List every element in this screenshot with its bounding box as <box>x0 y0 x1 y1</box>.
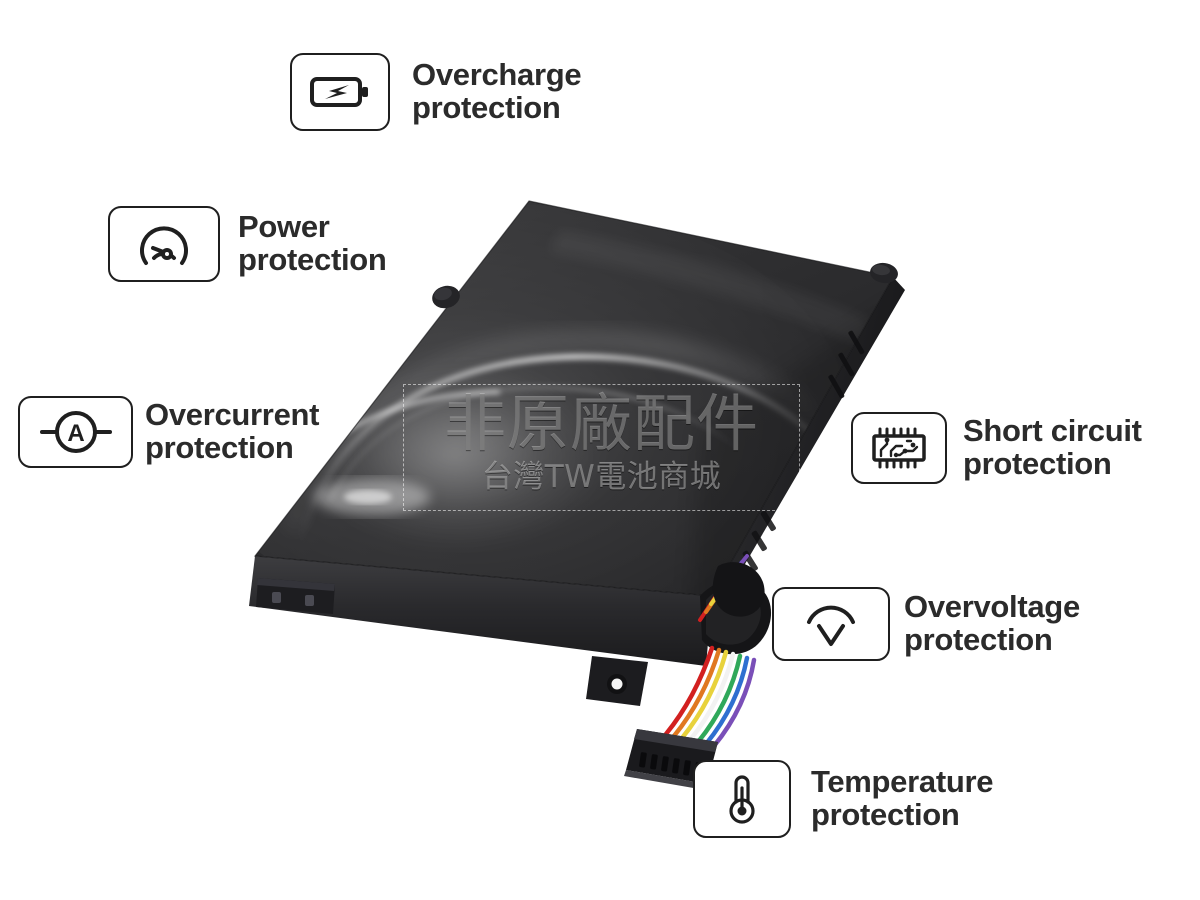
feature-power: Power protection <box>108 206 387 282</box>
temperature-label-line-1: Temperature <box>811 764 994 800</box>
temperature-icon-box <box>693 760 791 838</box>
power-label-line-1: Power <box>238 209 330 245</box>
watermark-sub-text: 台灣TW電池商城 <box>481 459 722 495</box>
feature-overcharge: Overcharge protection <box>290 53 582 131</box>
integrated-circuit-chip-icon <box>869 426 929 470</box>
watermark: 非原廠配件 台灣TW電池商城 <box>403 384 800 511</box>
power-icon-box <box>108 206 220 282</box>
temperature-label-line-2: protection <box>811 797 960 832</box>
power-label-line-2: protection <box>238 242 387 277</box>
shortcircuit-label-line-1: Short circuit <box>963 413 1142 449</box>
power-label: Power protection <box>238 209 387 277</box>
svg-text:A: A <box>67 420 84 447</box>
thermometer-icon <box>724 772 760 826</box>
overcurrent-label-line-1: Overcurrent <box>145 397 320 433</box>
watermark-main-text: 非原廠配件 <box>443 387 759 460</box>
overvoltage-icon-box <box>772 587 890 661</box>
feature-shortcircuit: Short circuit protection <box>851 412 1142 484</box>
gauge-speedometer-icon <box>137 218 191 270</box>
overcurrent-label: Overcurrent protection <box>145 397 320 465</box>
overcharge-label: Overcharge protection <box>412 57 582 125</box>
overcurrent-label-line-2: protection <box>145 430 294 465</box>
feature-temperature: Temperature protection <box>693 760 993 838</box>
overvoltage-label-line-1: Overvoltage <box>904 589 1080 625</box>
shortcircuit-icon-box <box>851 412 947 484</box>
overcharge-label-line-1: Overcharge <box>412 57 582 93</box>
shortcircuit-label-line-2: protection <box>963 446 1112 481</box>
feature-overcurrent: A Overcurrent protection <box>18 396 319 468</box>
ammeter-icon: A <box>39 410 113 454</box>
overvoltage-label: Overvoltage protection <box>904 589 1080 657</box>
overcharge-label-line-2: protection <box>412 90 561 125</box>
shortcircuit-label: Short circuit protection <box>963 413 1142 481</box>
voltmeter-v-arc-icon <box>803 601 859 647</box>
overvoltage-label-line-2: protection <box>904 622 1053 657</box>
feature-overvoltage: Overvoltage protection <box>772 587 1080 661</box>
overcharge-icon-box <box>290 53 390 131</box>
overcurrent-icon-box: A <box>18 396 133 468</box>
temperature-label: Temperature protection <box>811 764 994 832</box>
battery-bolt-icon <box>309 73 371 111</box>
